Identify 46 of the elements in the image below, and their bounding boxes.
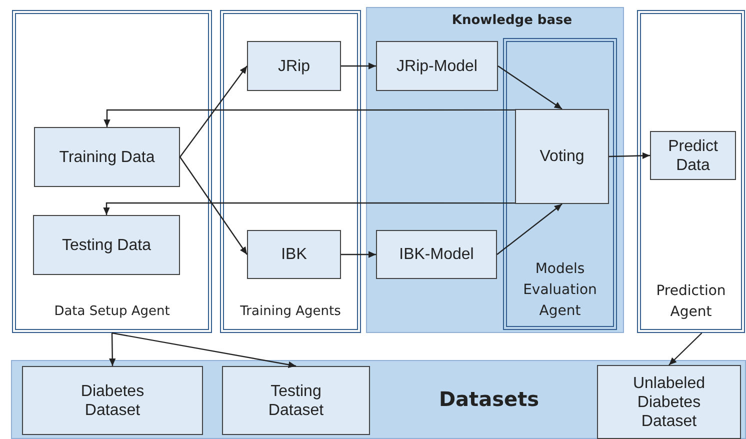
box-label: IBK bbox=[281, 245, 307, 264]
box-label: Voting bbox=[540, 147, 584, 166]
panel-title: Data Setup Agent bbox=[53, 303, 171, 321]
box-label: Diabetes Dataset bbox=[80, 382, 146, 420]
process-box bbox=[247, 41, 341, 91]
arrow bbox=[112, 332, 296, 368]
arrow bbox=[496, 204, 562, 255]
box-label: JRip bbox=[278, 56, 310, 76]
arrow bbox=[109, 333, 116, 366]
box-label: Training Data bbox=[59, 148, 155, 166]
knowledge-base-panel bbox=[366, 7, 624, 333]
process-box bbox=[247, 230, 341, 279]
arrow bbox=[180, 156, 248, 255]
process-box bbox=[597, 365, 741, 439]
arrow bbox=[341, 251, 376, 258]
process-box bbox=[34, 127, 180, 187]
box-label: Unlabeled Diabetes Dataset bbox=[632, 374, 706, 430]
process-box bbox=[222, 366, 370, 435]
panel-title: Knowledge base bbox=[450, 12, 574, 30]
box-label: Testing Dataset bbox=[267, 382, 325, 420]
panel-title: Training Agents bbox=[239, 303, 342, 321]
arrow bbox=[103, 202, 515, 215]
arrow bbox=[180, 66, 248, 158]
process-box bbox=[376, 230, 497, 279]
panel-title: Prediction Agent bbox=[655, 282, 727, 322]
panel-title: Datasets bbox=[438, 386, 540, 413]
agent-panel bbox=[637, 10, 745, 333]
datasets-band bbox=[11, 360, 746, 439]
process-box bbox=[33, 215, 180, 275]
box-label: JRip-Model bbox=[396, 56, 478, 76]
panel-title: Models Evaluation Agent bbox=[522, 260, 598, 321]
arrow bbox=[498, 66, 562, 110]
arrow bbox=[104, 109, 515, 127]
box-label: Testing Data bbox=[62, 236, 151, 254]
box-label: IBK-Model bbox=[399, 245, 474, 264]
arrow bbox=[668, 332, 702, 366]
agent-panel bbox=[220, 10, 361, 333]
arrow bbox=[341, 62, 376, 70]
process-box bbox=[650, 131, 736, 180]
agent-panel bbox=[503, 38, 617, 330]
process-box bbox=[515, 109, 609, 204]
agent-panel bbox=[12, 10, 212, 333]
box-label: Predict Data bbox=[667, 136, 719, 174]
process-box bbox=[376, 41, 498, 91]
process-box bbox=[22, 366, 203, 435]
arrow bbox=[608, 152, 650, 160]
